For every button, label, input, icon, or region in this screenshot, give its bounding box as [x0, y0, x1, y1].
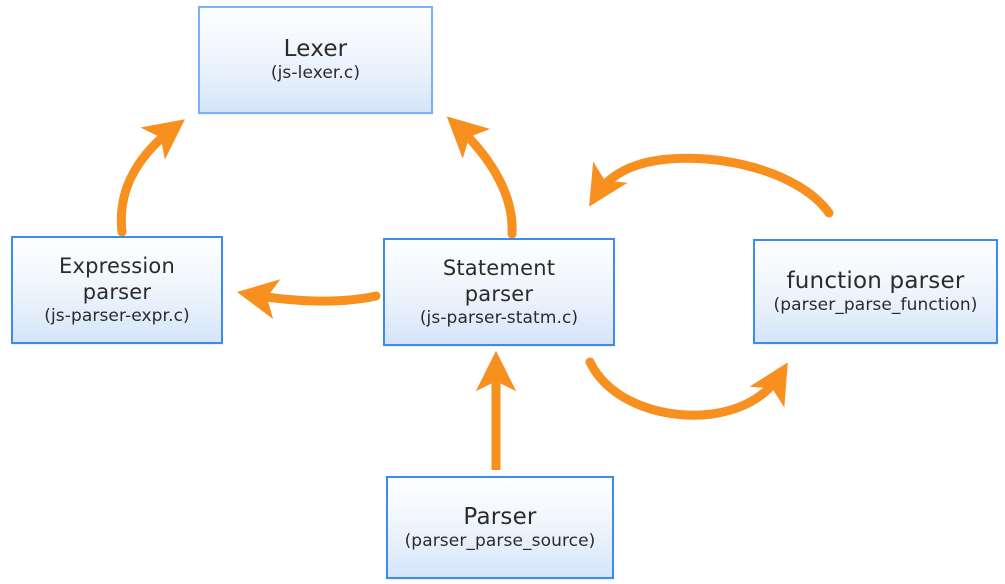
node-lexer-subtitle: (js-lexer.c): [270, 63, 361, 83]
edge-statement-to-function: [585, 357, 788, 420]
node-parser-title: Parser: [463, 503, 537, 530]
edge-function-to-statement: [589, 153, 834, 218]
edge-statement-to-expression: [236, 279, 381, 320]
edge-expression-to-lexer: [116, 119, 185, 237]
node-statement-parser-subtitle: (js-parser-statm.c): [419, 308, 579, 328]
node-parser[interactable]: Parser (parser_parse_source): [386, 476, 614, 579]
node-lexer[interactable]: Lexer (js-lexer.c): [198, 6, 433, 114]
node-parser-subtitle: (parser_parse_source): [404, 530, 596, 551]
node-lexer-title: Lexer: [283, 36, 348, 62]
node-function-parser-subtitle: (parser_parse_function): [773, 294, 978, 315]
node-function-parser[interactable]: function parser (parser_parse_function): [753, 239, 998, 344]
node-expression-parser-title: Expression parser: [59, 254, 175, 304]
node-expression-parser-subtitle: (js-parser-expr.c): [44, 306, 190, 326]
node-function-parser-title: function parser: [786, 267, 965, 294]
node-statement-parser-title: Statement parser: [442, 256, 556, 306]
node-statement-parser[interactable]: Statement parser (js-parser-statm.c): [383, 238, 615, 346]
edge-statement-to-lexer: [446, 116, 517, 239]
node-expression-parser[interactable]: Expression parser (js-parser-expr.c): [11, 236, 223, 344]
